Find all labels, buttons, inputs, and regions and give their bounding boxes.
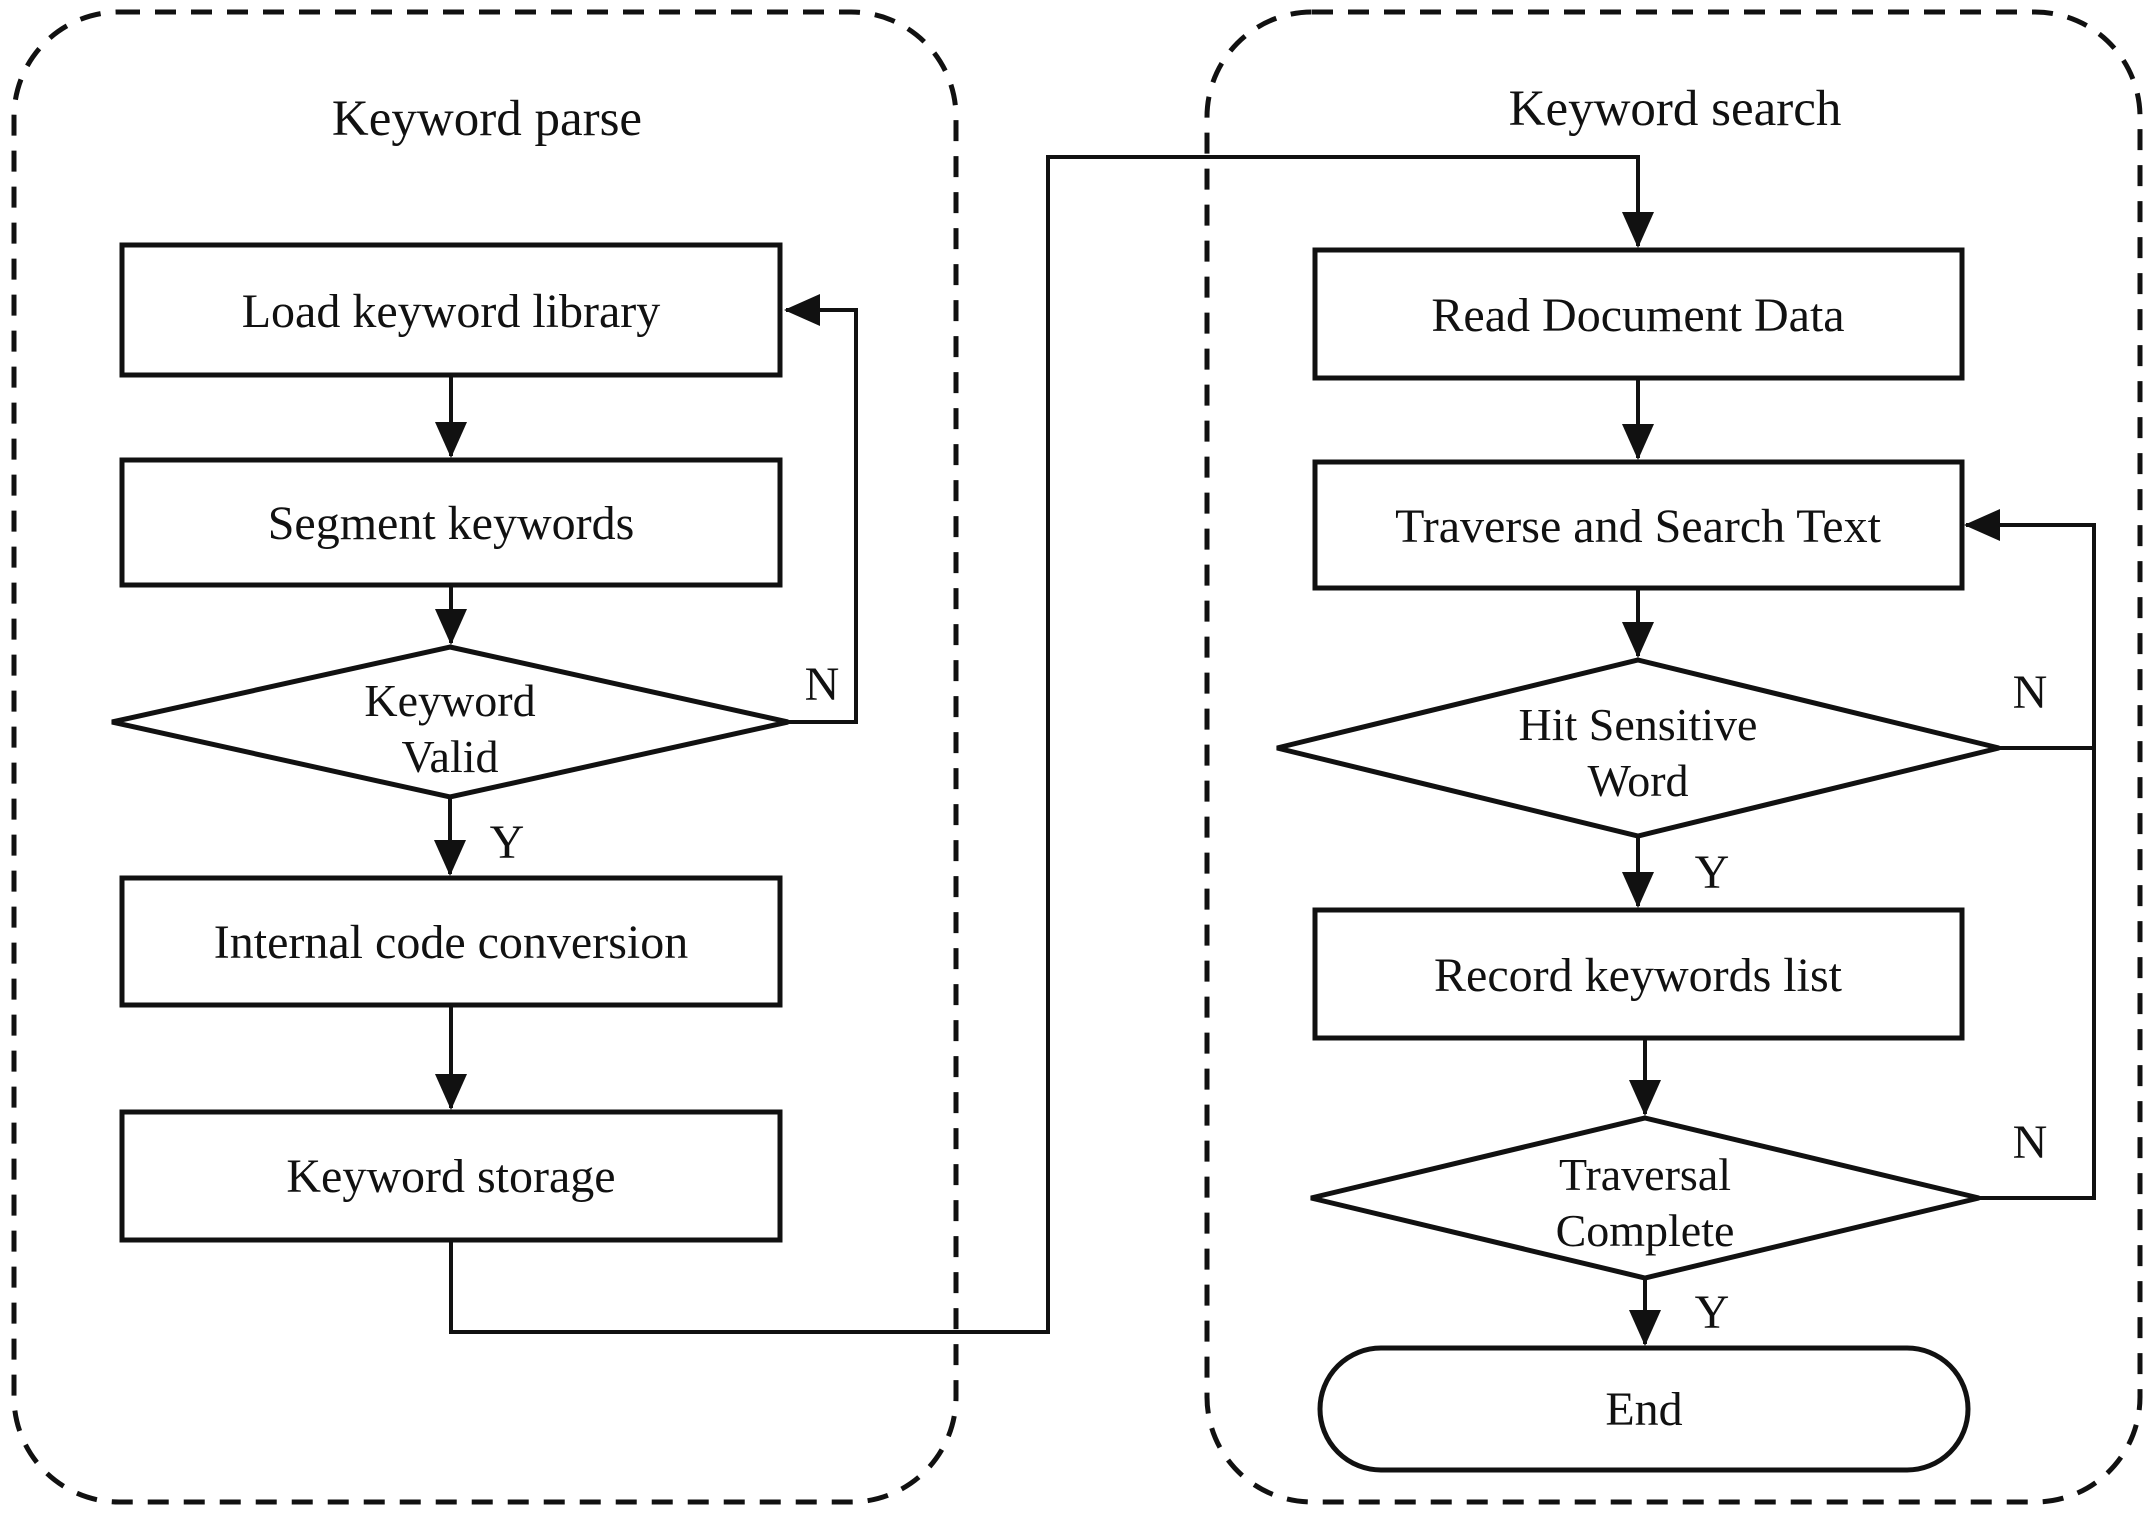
node-hit-sensitive-word-label-line1: Hit Sensitive bbox=[1519, 699, 1758, 750]
node-record-keywords-list bbox=[1312, 907, 1965, 1041]
group-keyword-search: Keyword search Read Document Data Traver… bbox=[1204, 9, 2143, 1505]
node-hit-sensitive-word-label-line2: Word bbox=[1587, 755, 1688, 806]
keyword-search-title: Keyword search bbox=[1509, 81, 1842, 137]
node-keyword-storage bbox=[119, 1109, 783, 1243]
node-internal-code-conversion-label: Internal code conversion bbox=[214, 916, 688, 969]
node-segment-keywords-label: Segment keywords bbox=[268, 497, 635, 550]
node-keyword-storage-label: Keyword storage bbox=[286, 1150, 615, 1203]
branch-label-hit-yes: Y bbox=[1695, 846, 1730, 899]
node-record-keywords-list-label: Record keywords list bbox=[1434, 949, 1843, 1002]
branch-label-complete-yes: Y bbox=[1695, 1286, 1730, 1339]
node-traversal-complete-label-line1: Traversal bbox=[1559, 1149, 1731, 1200]
group-keyword-parse: Keyword parse Load keyword library Segme… bbox=[11, 9, 959, 1505]
keyword-parse-container-border bbox=[11, 9, 959, 1505]
node-load-keyword-library bbox=[119, 242, 783, 378]
keyword-search-container-border bbox=[1204, 9, 2143, 1505]
branch-label-valid-yes: Y bbox=[490, 816, 525, 869]
node-traverse-and-search-text bbox=[1312, 459, 1965, 591]
branch-label-valid-no: N bbox=[805, 658, 840, 711]
arrow-storage-to-read bbox=[449, 155, 1654, 1334]
node-read-document-data-label: Read Document Data bbox=[1431, 289, 1844, 342]
node-keyword-valid-label-line1: Keyword bbox=[364, 675, 535, 726]
node-keyword-valid-label-line2: Valid bbox=[401, 731, 498, 782]
arrow-valid-no-to-load bbox=[784, 294, 858, 724]
node-traversal-complete-label-line2: Complete bbox=[1556, 1205, 1735, 1256]
arrow-complete-no-to-traverse bbox=[1964, 509, 2096, 1200]
node-read-document-data bbox=[1312, 247, 1965, 381]
keyword-parse-title: Keyword parse bbox=[332, 91, 642, 147]
branch-label-complete-no: N bbox=[2013, 1116, 2048, 1169]
node-end-terminator bbox=[1317, 1345, 1971, 1473]
node-load-keyword-library-label: Load keyword library bbox=[242, 285, 661, 338]
node-end-label: End bbox=[1605, 1383, 1682, 1436]
branch-label-hit-no: N bbox=[2013, 666, 2048, 719]
node-traverse-and-search-text-label: Traverse and Search Text bbox=[1395, 500, 1882, 553]
